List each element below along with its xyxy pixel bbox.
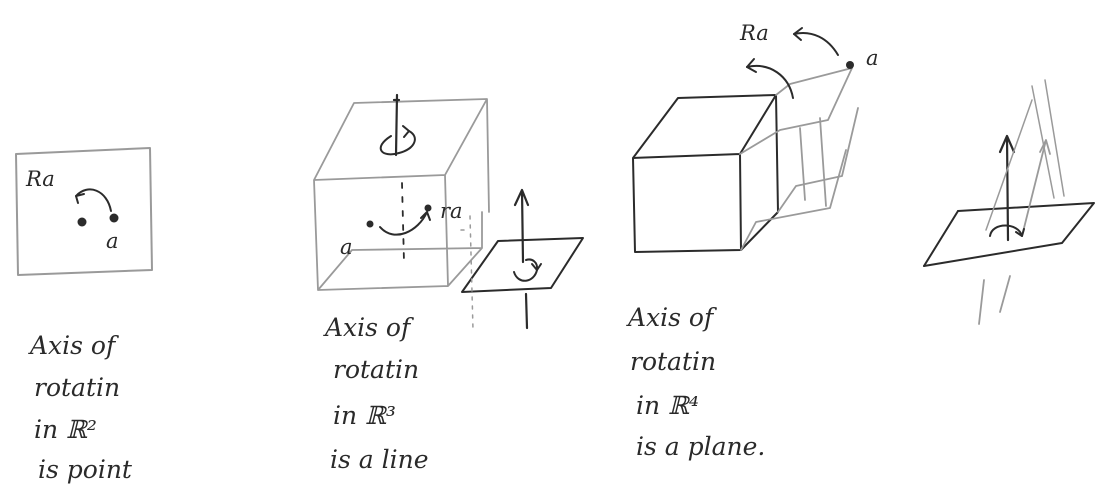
r4-point-a: [846, 61, 854, 69]
r2-caption-line-4: is point: [38, 455, 133, 484]
r2-label-ra: Ra: [25, 167, 55, 191]
r3-plane-axis-up: [513, 188, 530, 264]
r3-top-axis: [392, 93, 401, 157]
r3-point-a: [366, 220, 374, 228]
r2-caption-line-2: rotatin: [34, 373, 120, 402]
r3-plane-rotation-head: [531, 263, 542, 271]
r4-caption-line-3: in ℝ⁴: [636, 391, 699, 420]
right-tilted-axis: [1021, 139, 1051, 237]
right-faint-copies: [985, 79, 1065, 231]
panel-r4: Ra a Axis of rotatin in ℝ⁴ is a plane.: [626, 21, 879, 461]
r4-label-ra: Ra: [739, 21, 769, 45]
r3-rotation-arrow: [379, 211, 428, 236]
r4-caption-line-4: is a plane.: [636, 432, 765, 461]
r3-plane-rotation: [513, 258, 539, 282]
r3-cube: [313, 98, 490, 291]
r4-cube: [632, 94, 779, 253]
r2-rotation-arrow: [75, 188, 112, 212]
r3-faint-guides: [460, 215, 474, 331]
right-rotation-head: [1015, 228, 1025, 237]
r3-label-a: a: [340, 235, 353, 259]
r4-arrow-to-ra: [793, 32, 839, 56]
r4-arrow-to-ra-head: [793, 27, 803, 41]
r3-rotation-arrowhead: [420, 211, 431, 221]
r4-skewed-cube: [739, 67, 859, 251]
r2-caption-line-1: Axis of: [28, 331, 119, 360]
r3-top-rotation: [379, 130, 416, 156]
r2-point-a: [109, 213, 119, 223]
r2-center-point: [77, 217, 87, 227]
r3-caption-line-3: in ℝ³: [333, 401, 396, 430]
r3-caption-line-2: rotatin: [333, 355, 419, 384]
r4-caption-line-2: rotatin: [630, 347, 716, 376]
r3-plane-axis-down: [524, 292, 529, 330]
r3-caption-line-4: is a line: [330, 445, 429, 474]
right-plane-left-edge: [923, 210, 959, 267]
right-rotation: [989, 224, 1023, 237]
r3-top-rotation-head: [402, 125, 410, 138]
r2-rotation-arrowhead: [75, 193, 85, 204]
r4-rotation-arrow: [746, 65, 794, 99]
r2-caption-line-3: in ℝ²: [34, 415, 97, 444]
r3-axis-dashed: [401, 182, 405, 263]
r3-label-ra: ra: [440, 199, 463, 223]
r4-caption-line-1: Axis of: [626, 303, 717, 332]
panel-r3: a ra Axis of rotatin in ℝ³ is a line: [313, 93, 584, 474]
r2-label-a: a: [106, 229, 119, 253]
r3-plane: [461, 237, 584, 293]
right-plane: [923, 202, 1095, 267]
r3-point-ra: [424, 204, 432, 212]
right-axis-below: [978, 275, 1011, 325]
r4-label-a: a: [866, 46, 879, 70]
panel-plane-axis: [923, 79, 1095, 325]
r2-square: [15, 147, 153, 276]
right-axis: [998, 134, 1016, 242]
panel-r2: Ra a Axis of rotatin in ℝ² is point: [15, 147, 153, 484]
r3-caption-line-1: Axis of: [323, 313, 414, 342]
r4-rotation-arrowhead: [746, 58, 757, 73]
